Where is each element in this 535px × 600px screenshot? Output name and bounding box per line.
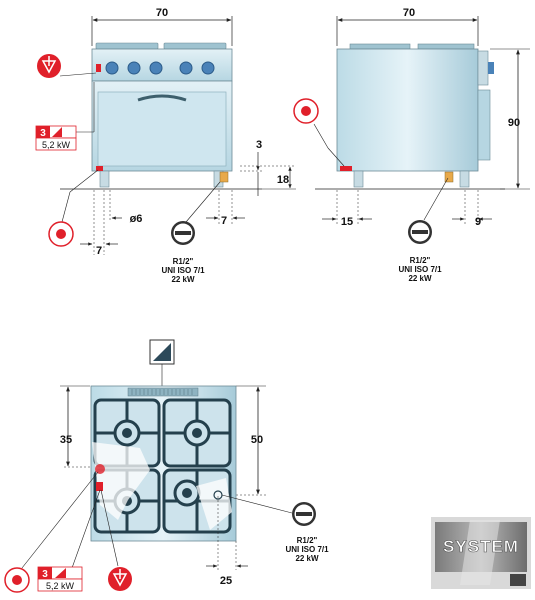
oven-door (97, 91, 227, 167)
side-offset-left: 15 (341, 216, 353, 228)
front-gas-line1: R1/2" (173, 257, 194, 266)
electric-connection-icon (48, 221, 74, 247)
knob-1 (105, 61, 119, 75)
oven-handle (137, 94, 187, 102)
top-electric-power-box (37, 566, 83, 592)
front-foot-height-a: 3 (256, 139, 262, 151)
side-height-label: 90 (508, 117, 520, 129)
top-power-qty: 3 (42, 569, 48, 580)
top-equipotential-icon (108, 567, 132, 591)
side-gas-line3: 22 kW (408, 274, 432, 283)
front-power-qty: 3 (40, 128, 46, 139)
top-view: 35 50 (4, 339, 329, 593)
side-gas-line2: UNI ISO 7/1 (398, 265, 442, 274)
knob-3 (149, 61, 163, 75)
ignition-button (96, 64, 101, 72)
top-depth-a: 35 (60, 434, 72, 446)
side-gas-connection-icon (408, 220, 432, 244)
burner-grate-2 (162, 398, 232, 468)
side-offset-right: 9 (475, 216, 481, 228)
front-gas-line2: UNI ISO 7/1 (161, 266, 205, 275)
logo-text: SYSTEM (443, 537, 519, 556)
top-gas-connection-icon (292, 502, 316, 526)
side-view: 70 90 15 9 (293, 7, 530, 283)
side-gas-line1: R1/2" (410, 256, 431, 265)
electric-power-box (35, 125, 77, 151)
front-power-kw: 5,2 kW (42, 140, 71, 150)
top-gas-line1: R1/2" (297, 536, 318, 545)
top-offset-bottom: 25 (220, 575, 232, 587)
top-gas-line2: UNI ISO 7/1 (285, 545, 329, 554)
top-power-kw: 5,2 kW (46, 581, 75, 591)
side-body (336, 48, 479, 172)
front-foot-height-b: 18 (277, 174, 289, 186)
front-offset-right: 7 (221, 215, 227, 227)
front-view: 70 3 18 ø6 (35, 7, 296, 284)
side-width-label: 70 (403, 7, 415, 19)
top-gas-line3: 22 kW (295, 554, 319, 563)
knob-5 (201, 61, 215, 75)
front-offset-left: 7 (96, 245, 102, 257)
connection-type-icon (149, 339, 175, 365)
side-electric-connection-icon (293, 98, 319, 124)
front-gas-line3: 22 kW (171, 275, 195, 284)
brand-logo: SYSTEM (431, 517, 531, 589)
knob-4 (179, 61, 193, 75)
equipotential-icon (37, 54, 61, 78)
knob-2 (127, 61, 141, 75)
flue-vent (127, 387, 199, 397)
top-depth-b: 50 (251, 434, 263, 446)
gas-connection-icon (171, 221, 195, 245)
front-width-label: 70 (156, 7, 168, 19)
top-electric-connection-icon (4, 567, 30, 593)
front-diameter-label: ø6 (130, 213, 143, 225)
